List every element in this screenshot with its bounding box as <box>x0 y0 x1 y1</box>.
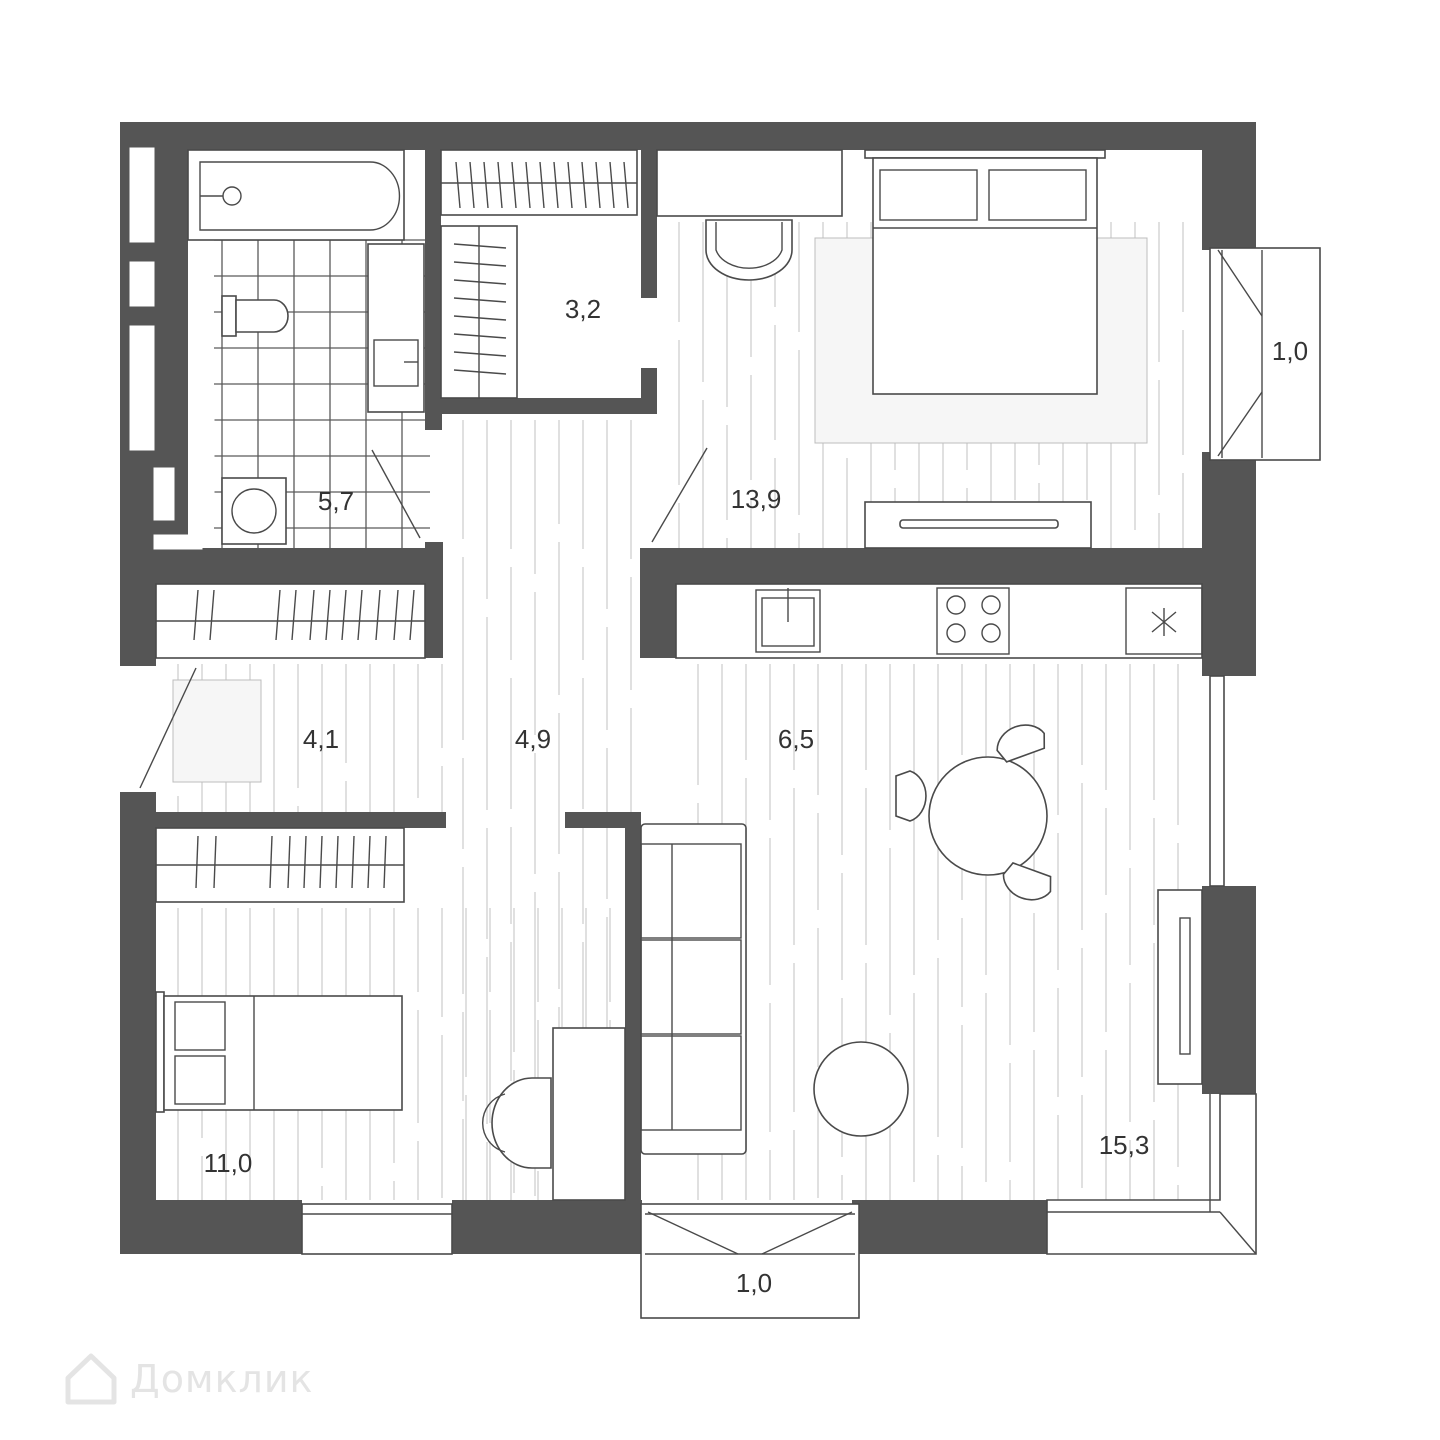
area-hallway: 4,9 <box>515 724 551 754</box>
walls <box>120 122 1256 1254</box>
hanger <box>213 835 217 889</box>
hanger <box>341 589 347 641</box>
bedroom-desk <box>656 149 843 281</box>
hanger <box>325 589 331 641</box>
window-kitchen <box>1209 675 1225 887</box>
hanger <box>357 589 363 641</box>
balcony-bottom <box>640 1203 860 1319</box>
hanger <box>511 161 517 209</box>
hanger <box>525 161 531 209</box>
hanger <box>453 297 507 303</box>
area-labels: 5,7 3,2 13,9 1,0 4,1 4,9 6,5 11,0 15,3 1… <box>204 294 1308 1298</box>
hanger <box>351 835 355 889</box>
wardrobe-shelf-top <box>440 149 638 216</box>
window-kids <box>301 1203 453 1255</box>
bedroom-door <box>651 447 708 543</box>
bathroom-sink <box>367 243 425 413</box>
hanger <box>453 279 507 285</box>
dining-table <box>895 724 1052 901</box>
watermark: Домклик <box>62 1350 314 1408</box>
hanger <box>567 161 573 209</box>
washing-machine <box>221 477 287 545</box>
watermark-text: Домклик <box>130 1357 314 1401</box>
area-kitchen: 6,5 <box>778 724 814 754</box>
hanger <box>383 835 387 889</box>
hanger <box>453 261 507 267</box>
hanger <box>595 161 601 209</box>
hanger <box>623 161 629 209</box>
area-bedroom: 13,9 <box>731 484 782 514</box>
area-wardrobe: 3,2 <box>565 294 601 324</box>
balcony-right <box>1209 247 1321 461</box>
shafts <box>129 147 215 550</box>
hanger <box>303 835 307 889</box>
kids-wardrobe <box>155 827 405 903</box>
kids-desk <box>481 1027 626 1201</box>
house-logo-icon <box>65 1353 117 1405</box>
hanger <box>319 835 323 889</box>
hanger <box>291 589 297 641</box>
window-living-corner <box>1046 1093 1257 1255</box>
hanger <box>483 161 489 209</box>
hanger <box>393 589 399 641</box>
coffee-table <box>813 1041 909 1137</box>
entry-rug <box>172 679 262 783</box>
living-tv <box>1157 889 1203 1085</box>
hanger <box>195 835 199 889</box>
hanger <box>497 161 503 209</box>
area-bathroom: 5,7 <box>318 486 354 516</box>
hanger <box>287 835 291 889</box>
hanger <box>455 161 461 209</box>
area-balcony-right: 1,0 <box>1272 336 1308 366</box>
hanger <box>609 161 615 209</box>
hanger <box>275 589 281 641</box>
bathtub <box>187 149 405 241</box>
hanger <box>539 161 545 209</box>
tv-stand <box>864 501 1092 549</box>
hanger <box>409 589 415 641</box>
hanger <box>309 589 315 641</box>
hanger <box>453 369 507 375</box>
wardrobe-shelf-side <box>440 225 518 399</box>
double-bed <box>864 149 1106 395</box>
toilet-icon <box>221 295 289 337</box>
hanger <box>453 315 507 321</box>
entry-wardrobe <box>155 583 426 659</box>
hanger <box>193 589 199 641</box>
hanger <box>581 161 587 209</box>
hanger <box>453 333 507 339</box>
sofa <box>640 823 747 1155</box>
hanger <box>453 243 507 249</box>
hanger <box>469 161 475 209</box>
hanger <box>553 161 559 209</box>
hanger <box>453 351 507 357</box>
kitchen-counter <box>675 583 1203 659</box>
entry-door <box>139 667 197 789</box>
area-balcony-bottom: 1,0 <box>736 1268 772 1298</box>
hanger <box>367 835 371 889</box>
bathroom-door <box>371 449 421 539</box>
hanger <box>209 589 215 641</box>
single-bed <box>155 991 403 1113</box>
hanger <box>269 835 273 889</box>
area-living-room: 15,3 <box>1099 1130 1150 1160</box>
hanger <box>335 835 339 889</box>
area-kids-room: 11,0 <box>204 1148 253 1178</box>
area-entry-closet: 4,1 <box>303 724 339 754</box>
hanger <box>375 589 381 641</box>
